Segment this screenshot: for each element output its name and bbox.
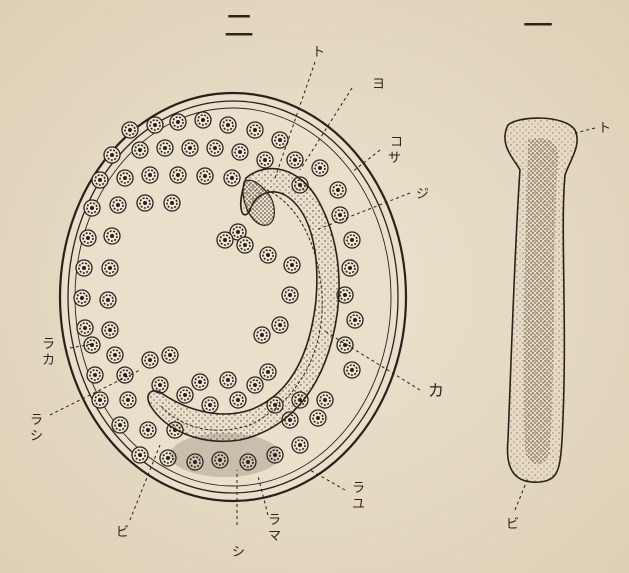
yolk-cell	[122, 122, 138, 138]
yolk-cell	[330, 182, 346, 198]
yolk-cell	[182, 140, 198, 156]
yolk-cell	[317, 392, 333, 408]
yolk-cell	[220, 372, 236, 388]
yolk-cell	[284, 257, 300, 273]
label-ka: カ	[428, 381, 444, 400]
yolk-cell	[140, 422, 156, 438]
yolk-cell	[232, 144, 248, 160]
yolk-cell	[110, 197, 126, 213]
label-ko: コ	[390, 135, 403, 150]
embryo-shadow	[170, 433, 280, 477]
label-shi-bottom: シ	[232, 545, 245, 560]
yolk-cell	[102, 260, 118, 276]
yolk-cell	[112, 417, 128, 433]
yolk-cell	[260, 364, 276, 380]
yolk-cell	[247, 377, 263, 393]
label-sa: サ	[388, 151, 401, 166]
yolk-cell	[80, 230, 96, 246]
yolk-cell	[202, 397, 218, 413]
yolk-cell	[312, 160, 328, 176]
yolk-cell	[237, 237, 253, 253]
yolk-cell	[257, 152, 273, 168]
yolk-cell	[197, 168, 213, 184]
yolk-cell	[170, 167, 186, 183]
yolk-cell	[157, 140, 173, 156]
yolk-cell	[272, 132, 288, 148]
yolk-cell	[254, 327, 270, 343]
yolk-cell	[192, 374, 208, 390]
yolk-cell	[217, 232, 233, 248]
yolk-cell	[117, 367, 133, 383]
yolk-cell	[344, 232, 360, 248]
label-ra-ma: ラマ	[268, 513, 281, 544]
yolk-cell	[76, 260, 92, 276]
yolk-cell	[332, 207, 348, 223]
yolk-cell	[342, 260, 358, 276]
yolk-cell	[132, 142, 148, 158]
yolk-cell	[74, 290, 90, 306]
yolk-cell	[107, 347, 123, 363]
figure-2-number: 二	[224, 9, 254, 44]
yolk-cell	[177, 387, 193, 403]
yolk-cell	[337, 337, 353, 353]
yolk-cell	[282, 287, 298, 303]
yolk-cell	[137, 195, 153, 211]
yolk-cell	[220, 117, 236, 133]
yolk-cell	[104, 228, 120, 244]
yolk-cell	[87, 367, 103, 383]
label-yo: ヨ	[372, 77, 385, 92]
yolk-cell	[84, 200, 100, 216]
yolk-cell	[77, 320, 93, 336]
label-bi-left: ビ	[116, 525, 129, 540]
yolk-cell	[247, 122, 263, 138]
yolk-cell	[102, 322, 118, 338]
label-ra-yu: ラユ	[352, 481, 365, 512]
yolk-cell	[195, 112, 211, 128]
yolk-cell	[287, 152, 303, 168]
yolk-cell	[170, 114, 186, 130]
yolk-cell	[162, 347, 178, 363]
yolk-cell	[100, 292, 116, 308]
yolk-cell	[260, 247, 276, 263]
yolk-cell	[104, 147, 120, 163]
yolk-cell	[84, 337, 100, 353]
yolk-cell	[344, 362, 360, 378]
label-ra-ka: ラカ	[42, 337, 55, 368]
yolk-cell	[230, 392, 246, 408]
figure-2-egg	[60, 93, 406, 501]
yolk-cell	[347, 312, 363, 328]
yolk-cell	[92, 392, 108, 408]
yolk-cell	[207, 140, 223, 156]
yolk-cell	[142, 352, 158, 368]
yolk-cell	[224, 170, 240, 186]
label-ra-shi: ラシ	[30, 413, 43, 444]
figure-1-number: 一	[523, 9, 553, 44]
yolk-cell	[310, 410, 326, 426]
label-to-right: ト	[598, 121, 611, 136]
label-bi-right: ビ	[506, 517, 519, 532]
label-to: ト	[312, 45, 325, 60]
label-ji: ジ	[416, 187, 429, 202]
yolk-cell	[117, 170, 133, 186]
yolk-cell	[92, 172, 108, 188]
yolk-cell	[147, 117, 163, 133]
yolk-cell	[272, 317, 288, 333]
yolk-cell	[292, 437, 308, 453]
yolk-cell	[132, 447, 148, 463]
yolk-cell	[142, 167, 158, 183]
yolk-cell	[120, 392, 136, 408]
yolk-cell	[164, 195, 180, 211]
